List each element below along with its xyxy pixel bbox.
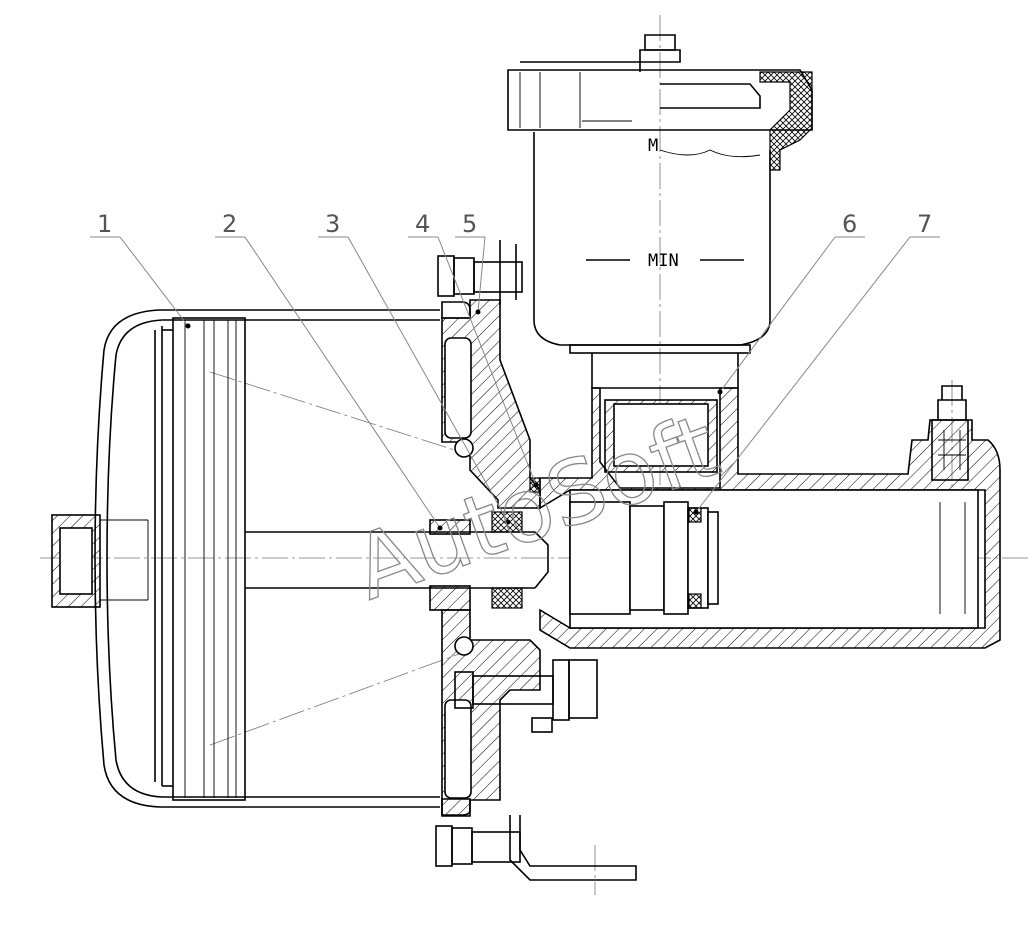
callout-leaders [90, 236, 940, 531]
piston-rod [245, 531, 549, 589]
callout-3: 3 [325, 210, 340, 238]
callout-5: 5 [462, 210, 477, 238]
left-fitting [51, 514, 149, 608]
booster-piston [154, 317, 246, 801]
reservoir [507, 34, 813, 389]
min-level-label: MIN [648, 251, 679, 271]
callout-6: 6 [842, 210, 857, 238]
callout-2: 2 [222, 210, 237, 238]
master-cylinder-body [539, 387, 1001, 649]
level-marks: MIN M [586, 136, 744, 271]
bleed-valve [931, 385, 969, 481]
callout-1: 1 [97, 210, 112, 238]
callout-labels: 1 2 3 4 5 6 7 [97, 210, 932, 238]
callout-7: 7 [917, 210, 932, 238]
callout-4: 4 [415, 210, 430, 238]
front-wall [429, 299, 541, 817]
max-level-label: M [648, 136, 658, 156]
